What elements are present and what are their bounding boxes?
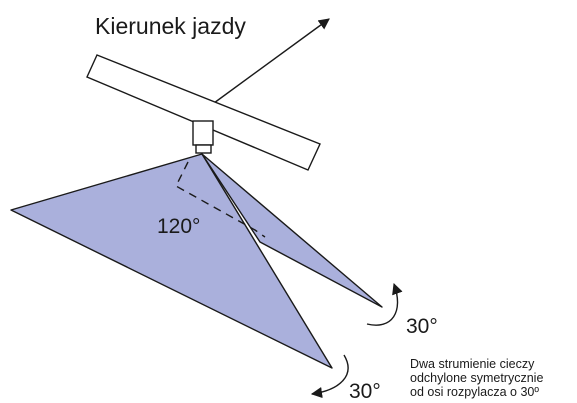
angle-arrow-bottom xyxy=(310,354,349,399)
angle-bottom-label: 30° xyxy=(349,380,381,403)
spray-boom xyxy=(86,54,321,171)
spray-angle-label: 120° xyxy=(157,215,200,238)
nozzle-axis-dashed xyxy=(175,161,266,238)
angle-arrow-right xyxy=(366,282,403,326)
direction-arrow xyxy=(213,18,330,104)
direction-label: Kierunek jazdy xyxy=(95,13,246,39)
nozzle-body xyxy=(192,120,214,146)
nozzle-tip xyxy=(195,144,212,154)
note-line-2: odchylone symetrycznie xyxy=(410,371,543,385)
note-line-1: Dwa strumienie cieczy xyxy=(410,357,535,371)
angle-right-label: 30° xyxy=(406,315,438,338)
note-line-3: od osi rozpylacza o 30º xyxy=(410,385,539,399)
spray-stream-right xyxy=(201,153,383,308)
spray-stream-bottom xyxy=(10,153,333,369)
